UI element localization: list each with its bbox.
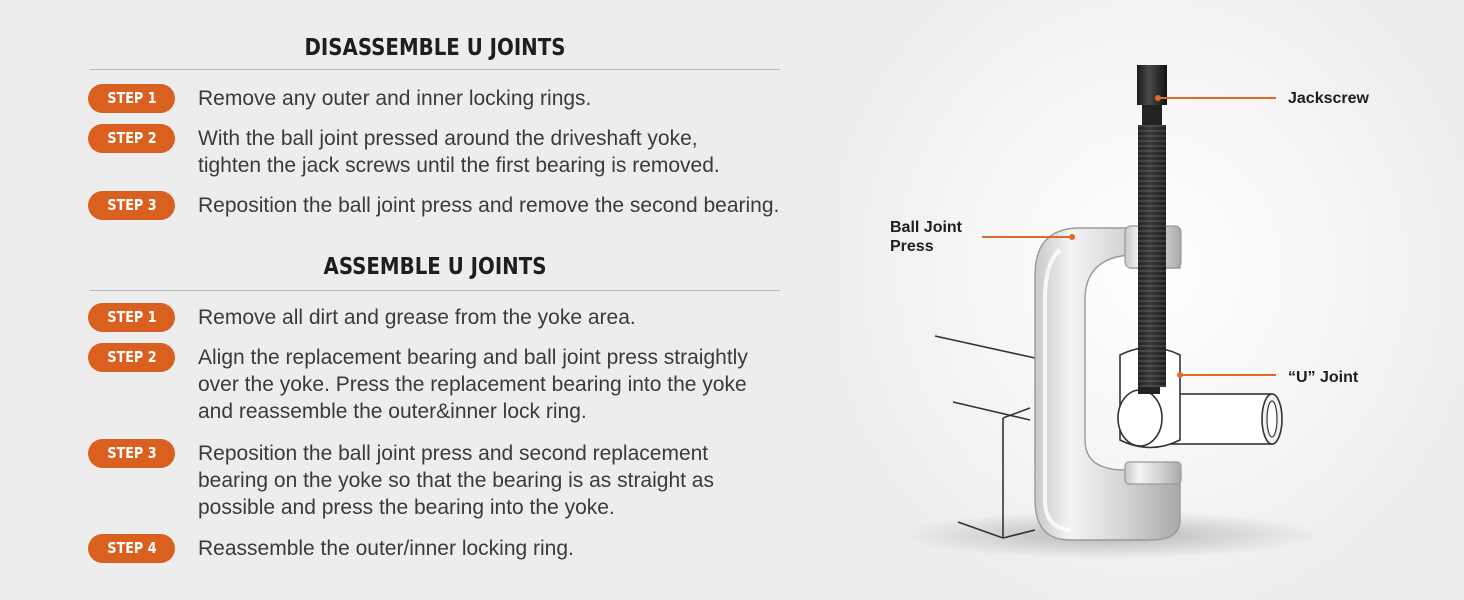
step-text-line: Reposition the ball joint press and seco… [198, 442, 709, 465]
driveshaft-yoke-outline [934, 335, 1036, 539]
step-badge: STEP 1 [88, 84, 175, 113]
step-text-line: over the yoke. Press the replacement bea… [198, 373, 747, 396]
step-badge: STEP 2 [88, 124, 175, 153]
step-badge: STEP 4 [88, 534, 175, 563]
step-text: Reposition the ball joint press and seco… [198, 440, 798, 521]
assemble-step-4: STEP 4 Reassemble the outer/inner lockin… [88, 534, 788, 564]
u-joint-icon [1117, 346, 1283, 449]
callout-line-text: Ball Joint [890, 219, 963, 236]
step-text: With the ball joint pressed around the d… [198, 125, 798, 179]
step-text-line: tighten the jack screws until the first … [198, 154, 720, 177]
disassemble-step-1: STEP 1 Remove any outer and inner lockin… [88, 84, 788, 114]
step-text: Reassemble the outer/inner locking ring. [198, 537, 574, 560]
step-text: Remove any outer and inner locking rings… [198, 87, 592, 110]
disassemble-divider [90, 69, 780, 70]
u-joint-label: “U” Joint [1288, 369, 1359, 386]
callout-line-text: Press [890, 238, 934, 255]
disassemble-step-3: STEP 3 Reposition the ball joint press a… [88, 191, 788, 221]
step-text: Remove all dirt and grease from the yoke… [198, 306, 636, 329]
step-badge: STEP 1 [88, 303, 175, 332]
step-text-line: bearing on the yoke so that the bearing … [198, 469, 714, 492]
step-text-line: Align the replacement bearing and ball j… [198, 346, 748, 369]
step-text-line: With the ball joint pressed around the d… [198, 127, 698, 150]
ball-joint-press-illustration [900, 65, 1320, 559]
jackscrew-icon [1137, 65, 1167, 387]
step-text: Align the replacement bearing and ball j… [198, 344, 798, 425]
step-badge: STEP 2 [88, 343, 175, 372]
step-badge: STEP 3 [88, 191, 175, 220]
step-text: Reposition the ball joint press and remo… [198, 194, 780, 217]
assemble-step-2: STEP 2 Align the replacement bearing and… [88, 343, 788, 427]
step-text-line: and reassemble the outer&inner lock ring… [198, 400, 587, 423]
step-badge: STEP 3 [88, 439, 175, 468]
disassemble-title: DISASSEMBLE U JOINTS [304, 35, 566, 61]
callout-lines [982, 97, 1276, 376]
ball-joint-press-label: Ball Joint Press [890, 218, 962, 256]
disassemble-step-2: STEP 2 With the ball joint pressed aroun… [88, 124, 788, 180]
step-text-line: possible and press the bearing into the … [198, 496, 615, 519]
assemble-step-3: STEP 3 Reposition the ball joint press a… [88, 439, 788, 523]
jackscrew-label: Jackscrew [1288, 90, 1369, 107]
assemble-step-1: STEP 1 Remove all dirt and grease from t… [88, 303, 788, 333]
assemble-divider [90, 290, 780, 291]
assemble-title: ASSEMBLE U JOINTS [323, 254, 547, 280]
